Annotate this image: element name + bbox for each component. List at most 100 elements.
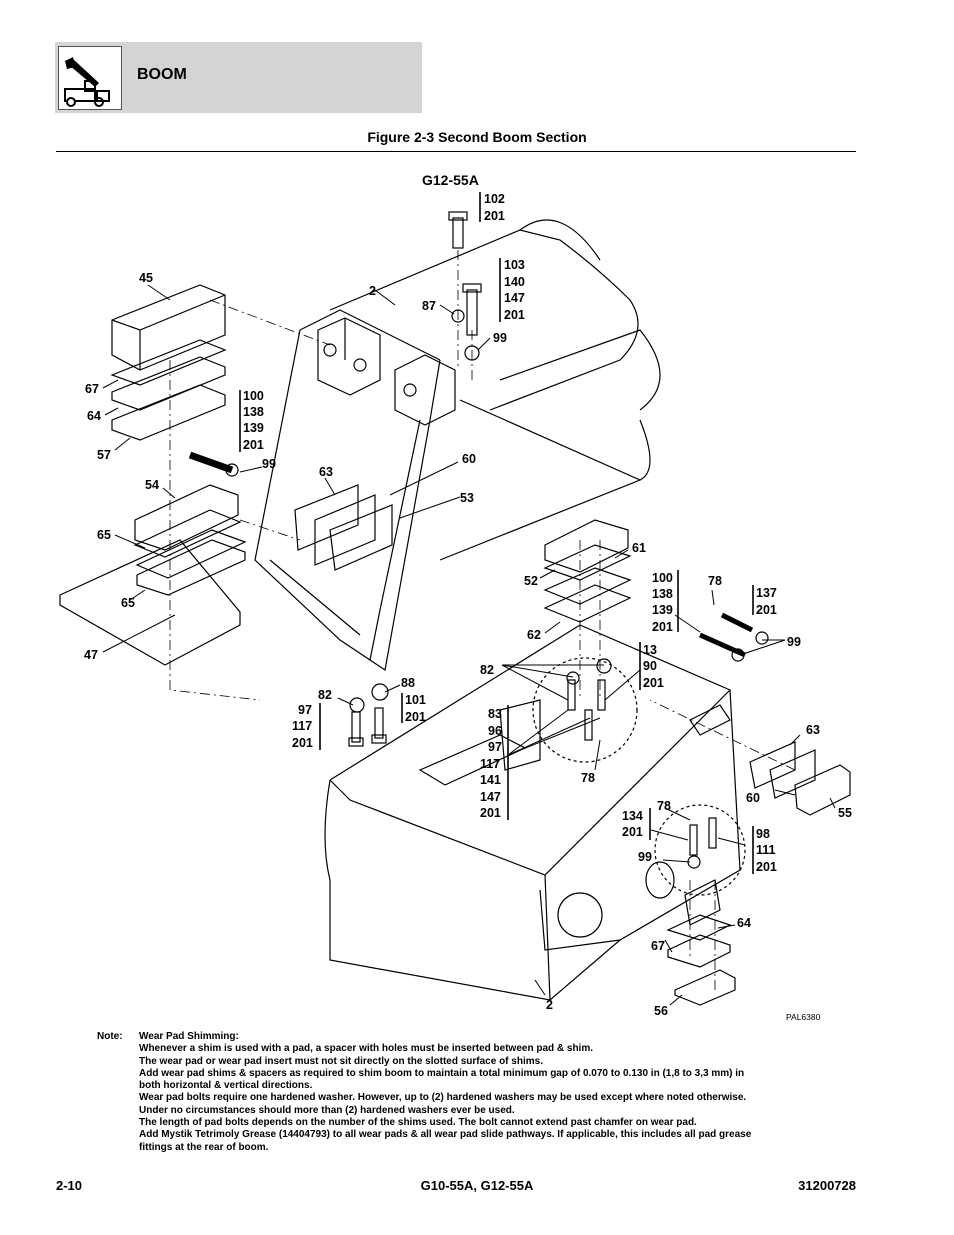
svg-text:140: 140 <box>504 275 525 289</box>
callout-63: 63 <box>319 465 333 479</box>
svg-text:96: 96 <box>488 724 502 738</box>
svg-text:98: 98 <box>756 827 770 841</box>
callout-group-101: 101 201 <box>405 693 426 724</box>
telehandler-boom-icon <box>58 46 122 110</box>
callout-88: 88 <box>401 676 415 690</box>
callout-99: 99 <box>638 850 652 864</box>
svg-text:13: 13 <box>643 643 657 657</box>
svg-text:201: 201 <box>756 603 777 617</box>
callout-78: 78 <box>708 574 722 588</box>
svg-text:201: 201 <box>292 736 313 750</box>
svg-text:139: 139 <box>243 421 264 435</box>
callout-65: 65 <box>121 596 135 610</box>
note-line: Whenever a shim is used with a pad, a sp… <box>139 1043 594 1055</box>
callout-group-100-right: 100 138 139 201 <box>652 571 673 634</box>
svg-text:201: 201 <box>756 860 777 874</box>
svg-text:201: 201 <box>405 710 426 724</box>
callout-group-97: 97 117 201 <box>292 703 313 750</box>
section-title: BOOM <box>137 66 187 83</box>
note-line: both horizontal & vertical directions. <box>139 1080 313 1092</box>
svg-text:103: 103 <box>504 258 525 272</box>
callout-99: 99 <box>787 635 801 649</box>
footer-models: G10-55A, G12-55A <box>420 1178 534 1193</box>
callout-54: 54 <box>145 478 159 492</box>
page-number: 2-10 <box>56 1178 83 1193</box>
svg-text:141: 141 <box>480 773 501 787</box>
header-divider <box>56 151 856 152</box>
callout-65: 65 <box>97 528 111 542</box>
callout-82: 82 <box>318 688 332 702</box>
svg-text:90: 90 <box>643 659 657 673</box>
svg-text:137: 137 <box>756 586 777 600</box>
svg-text:97: 97 <box>488 740 502 754</box>
svg-text:117: 117 <box>292 719 312 733</box>
svg-text:111: 111 <box>756 843 776 857</box>
callout-60: 60 <box>462 452 476 466</box>
callout-56: 56 <box>654 1004 668 1018</box>
callout-62: 62 <box>527 628 541 642</box>
note-line: Add Mystik Tetrimoly Grease (14404793) t… <box>139 1129 752 1141</box>
figure-title: Figure 2-3 Second Boom Section <box>367 129 587 145</box>
callout-45: 45 <box>139 271 153 285</box>
note-line: fittings at the rear of boom. <box>139 1141 269 1153</box>
callout-group-13: 13 90 201 <box>643 643 664 690</box>
callout-78: 78 <box>657 799 671 813</box>
callout-47: 47 <box>84 648 98 662</box>
callout-82: 82 <box>480 663 494 677</box>
svg-text:97: 97 <box>298 703 312 717</box>
svg-text:201: 201 <box>622 825 643 839</box>
svg-text:101: 101 <box>405 693 426 707</box>
svg-text:147: 147 <box>504 291 525 305</box>
callout-57: 57 <box>97 448 111 462</box>
callout-group-100-left: 100 138 139 201 <box>243 389 264 452</box>
callout-group-137: 137 201 <box>756 586 777 617</box>
callout-group-98: 98 111 201 <box>756 827 777 874</box>
note-line: Wear Pad Shimming: <box>139 1031 239 1042</box>
callout-group-134: 134 201 <box>622 809 643 839</box>
callout-78: 78 <box>581 771 595 785</box>
callout-group-83: 83 96 97 117 141 147 201 <box>480 707 502 820</box>
svg-text:138: 138 <box>652 587 673 601</box>
callout-64: 64 <box>737 916 751 930</box>
callout-67: 67 <box>651 939 665 953</box>
svg-text:201: 201 <box>243 438 264 452</box>
callout-53: 53 <box>460 491 474 505</box>
callout-2: 2 <box>546 998 553 1012</box>
model-label: G12-55A <box>422 172 479 188</box>
drawing-id: PAL6380 <box>786 1012 821 1022</box>
callout-52: 52 <box>524 574 538 588</box>
callout-2: 2 <box>369 284 376 298</box>
note-label: Note: <box>97 1031 123 1042</box>
svg-text:201: 201 <box>504 308 525 322</box>
callout-99: 99 <box>493 331 507 345</box>
callout-67: 67 <box>85 382 99 396</box>
svg-text:147: 147 <box>480 790 501 804</box>
note-line: The length of pad bolts depends on the n… <box>139 1117 697 1129</box>
svg-text:83: 83 <box>488 707 502 721</box>
callout-60: 60 <box>746 791 760 805</box>
note-line: The wear pad or wear pad insert must not… <box>139 1055 543 1067</box>
svg-text:201: 201 <box>480 806 501 820</box>
svg-text:201: 201 <box>652 620 673 634</box>
svg-text:100: 100 <box>243 389 264 403</box>
note-line: Wear pad bolts require one hardened wash… <box>139 1092 747 1104</box>
svg-text:117: 117 <box>480 757 500 771</box>
callout-99: 99 <box>262 457 276 471</box>
svg-text:138: 138 <box>243 405 264 419</box>
callout-87: 87 <box>422 299 436 313</box>
svg-text:139: 139 <box>652 603 673 617</box>
callout-group-103: 103 140 147 201 <box>504 258 525 322</box>
callout-55: 55 <box>838 806 852 820</box>
note-line: Add wear pad shims & spacers as required… <box>139 1067 745 1079</box>
callout-group-102: 102 201 <box>484 192 505 223</box>
note-line: Under no circumstances should more than … <box>139 1104 515 1116</box>
svg-text:100: 100 <box>652 571 673 585</box>
svg-text:201: 201 <box>484 209 505 223</box>
svg-text:102: 102 <box>484 192 505 206</box>
callout-61: 61 <box>632 541 646 555</box>
section-header: BOOM <box>55 42 422 113</box>
svg-text:201: 201 <box>643 676 664 690</box>
callout-64: 64 <box>87 409 101 423</box>
svg-text:134: 134 <box>622 809 643 823</box>
